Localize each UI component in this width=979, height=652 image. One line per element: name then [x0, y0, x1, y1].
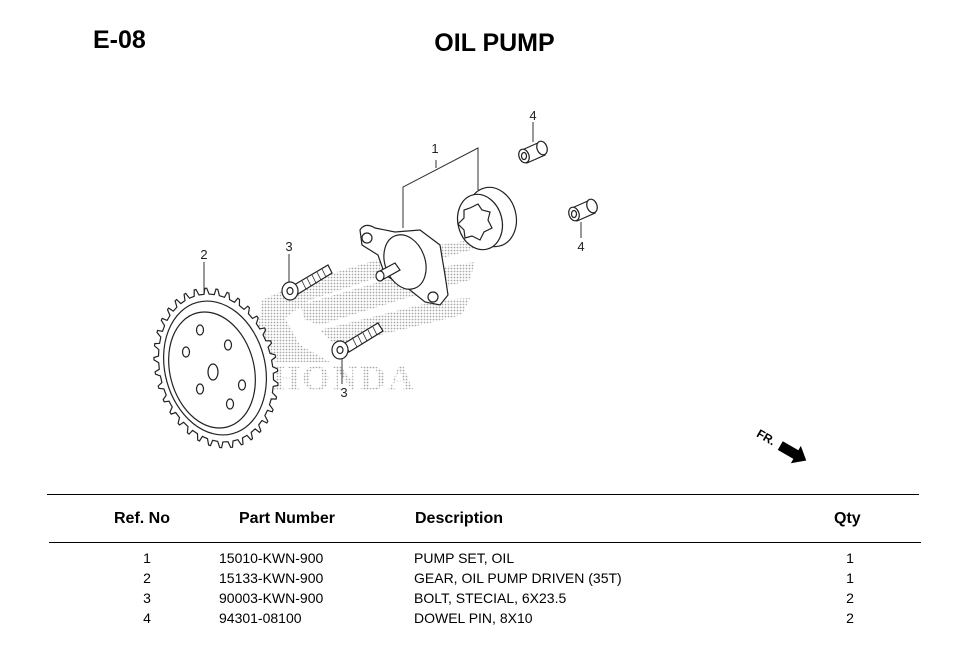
part-4-dowel-pin-lower: [568, 198, 598, 222]
callout-4-lower: 4: [577, 239, 584, 254]
cell-ref-no: 3: [143, 590, 151, 606]
cell-part-number: 94301-08100: [219, 610, 302, 626]
header-ref-no: Ref. No: [114, 510, 170, 527]
part-1-pump-rotor: [456, 186, 518, 251]
callout-1: 1: [431, 141, 438, 156]
honda-wordmark: HONDA: [272, 358, 416, 398]
cell-qty: 2: [846, 610, 854, 626]
part-4-dowel-pin-upper: [518, 140, 548, 164]
front-arrow-icon: [777, 441, 807, 464]
callout-leaders: [203, 122, 582, 384]
table-header-rule: [49, 542, 921, 543]
part-3-bolt-lower: [331, 322, 384, 360]
cell-qty: 1: [846, 570, 854, 586]
header-part-number: Part Number: [239, 510, 336, 527]
cell-ref-no: 4: [143, 610, 151, 626]
cell-description: DOWEL PIN, 8X10: [414, 610, 533, 626]
cell-description: GEAR, OIL PUMP DRIVEN (35T): [414, 570, 622, 586]
cell-part-number: 15133-KWN-900: [219, 570, 324, 586]
page-title: OIL PUMP: [434, 29, 555, 57]
honda-wing-logo: [258, 240, 478, 362]
cell-ref-no: 1: [143, 550, 151, 566]
cell-qty: 1: [846, 550, 854, 566]
callout-3-upper: 3: [285, 239, 292, 254]
cell-part-number: 15010-KWN-900: [219, 550, 324, 566]
cell-description: BOLT, STECIAL, 6X23.5: [414, 590, 567, 606]
exploded-parts-diagram: HONDA: [153, 108, 807, 464]
part-2-driven-gear: [153, 287, 279, 449]
part-1-pump-body: [359, 224, 449, 306]
header-qty: Qty: [834, 510, 861, 527]
section-code: E-08: [93, 26, 146, 54]
callout-4-upper: 4: [529, 108, 536, 123]
cell-qty: 2: [846, 590, 854, 606]
cell-description: PUMP SET, OIL: [414, 550, 515, 566]
header-description: Description: [415, 510, 504, 527]
table-top-rule: [47, 494, 919, 495]
callout-2: 2: [200, 247, 207, 262]
cell-part-number: 90003-KWN-900: [219, 590, 324, 606]
part-3-bolt-upper: [281, 264, 333, 301]
front-label: FR.: [754, 426, 778, 448]
cell-ref-no: 2: [143, 570, 151, 586]
honda-watermark: HONDA: [258, 240, 478, 398]
callout-3-lower: 3: [340, 385, 347, 400]
front-direction-indicator: FR.: [754, 426, 807, 464]
